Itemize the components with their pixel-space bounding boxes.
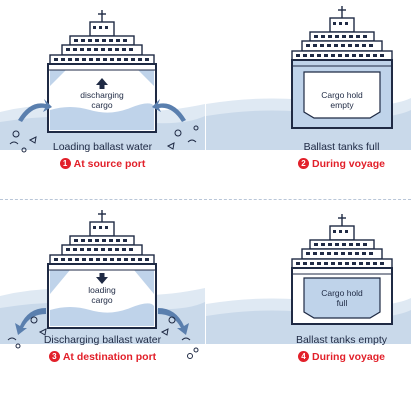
panel-discharging-ballast: loading cargo Discharging ballast water … (0, 204, 205, 408)
up-arrow-icon (96, 78, 108, 89)
hull-text-line1: Cargo hold (321, 90, 363, 100)
step-number-badge: 1 (59, 158, 71, 169)
marine-organism-icons (7, 316, 199, 359)
panel-caption: Loading ballast water (52, 141, 153, 153)
step-number-badge: 2 (298, 158, 310, 169)
ship-scene-2 (206, 6, 411, 150)
hull-label: Cargo hold full (312, 288, 372, 308)
panel-caption: Ballast tanks empty (295, 334, 388, 346)
step-number-badge: 3 (48, 351, 60, 362)
ship-hull (291, 267, 393, 325)
step-label: During voyage (312, 158, 385, 170)
hull-text-line2: cargo (91, 295, 113, 305)
hull-label: discharging cargo (74, 90, 130, 110)
ship-hull (47, 263, 157, 329)
hull-text-line1: Cargo hold (321, 288, 363, 298)
hull-text-line1: loading (88, 285, 116, 295)
step-number-badge: 4 (298, 351, 310, 362)
hull-label: Cargo hold empty (312, 90, 372, 110)
ship-scene-3 (0, 210, 205, 359)
panel-divider (0, 199, 411, 200)
panel-loading-ballast: discharging cargo Loading ballast water … (0, 0, 205, 204)
ship-scene-1 (0, 10, 205, 153)
panel-caption: Discharging ballast water (43, 334, 162, 346)
ship-superstructure (49, 10, 155, 65)
ship-hull (47, 63, 157, 133)
marine-organism-icons (9, 125, 199, 153)
ship-superstructure (49, 210, 155, 265)
panel-caption: Ballast tanks full (303, 141, 380, 153)
discharge-arrows (15, 308, 189, 335)
hull-label: loading cargo (74, 285, 130, 305)
ship-scene-4 (206, 214, 411, 344)
step-label: At destination port (62, 351, 157, 363)
hull-text-line2: full (336, 298, 348, 308)
hull-text-line1: discharging (80, 90, 124, 100)
ship-hull (291, 59, 393, 129)
intake-arrows (18, 99, 186, 122)
ship-superstructure (291, 6, 393, 61)
down-arrow-icon (96, 273, 108, 284)
step-label: During voyage (312, 351, 385, 363)
hull-text-line2: cargo (91, 100, 113, 110)
step-label: At source port (73, 158, 146, 170)
hull-text-line2: empty (330, 100, 354, 110)
ship-superstructure (291, 214, 393, 269)
